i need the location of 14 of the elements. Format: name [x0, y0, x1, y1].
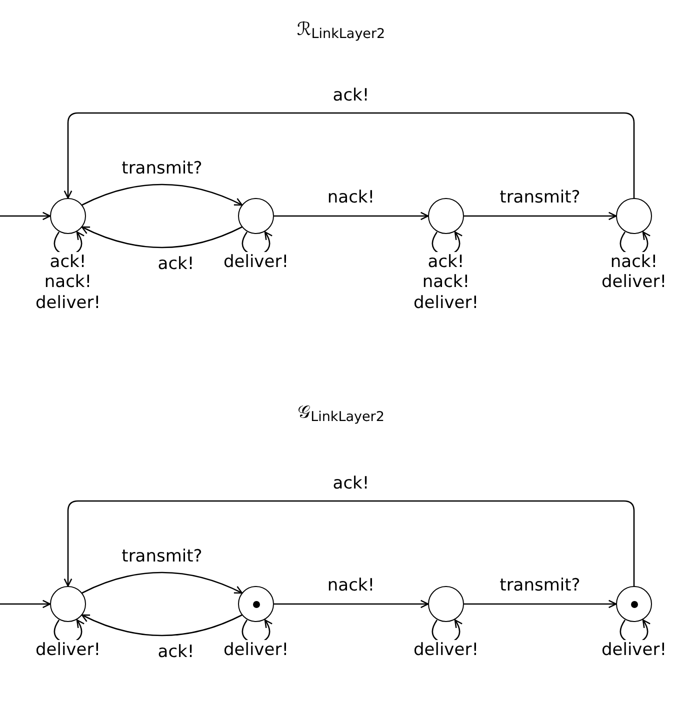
- transition-arrow: [82, 572, 243, 594]
- transition-arrow: [274, 212, 429, 220]
- transition-arrow: [464, 600, 617, 608]
- transition-arrow: [274, 600, 429, 608]
- transition-arrow: [464, 212, 617, 220]
- automaton-title: ℛ$_{LinkLayer2}$: [296, 18, 386, 43]
- automaton-title: 𝒢$_{LinkLayer2}$: [298, 401, 384, 426]
- transition-arrow: [82, 184, 243, 206]
- transition-arrow: [64, 112, 635, 199]
- transition-arrow: [0, 600, 51, 608]
- transition-arrow: [81, 614, 242, 636]
- transition-arrow: [81, 226, 242, 248]
- transition-arrow: [64, 500, 635, 587]
- transition-arrow: [0, 212, 51, 220]
